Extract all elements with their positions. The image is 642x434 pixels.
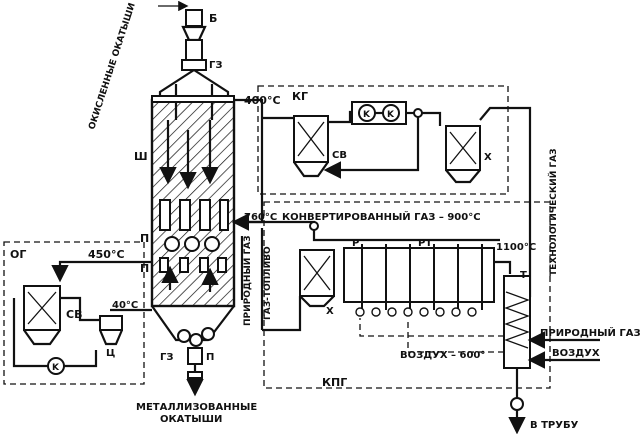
text-tech-gas-vertical: ТЕХНОЛОГИЧЕСКИЙ ГАЗ [547,149,559,276]
label-p-mid: П [140,262,149,275]
text-natural-gas-right: ПРИРОДНЫЙ ГАЗ [540,326,641,339]
label-k-left: K [52,363,60,373]
text-converted-gas: КОНВЕРТИРОВАННЫЙ ГАЗ – 900°С [282,210,481,223]
label-t: Т [520,270,527,281]
text-t760: 760°С [244,212,277,223]
text-t450: 450°С [88,248,125,261]
label-rt: РТ [418,238,432,249]
kg-unit [262,101,512,184]
text-air-600: ВОЗДУХ – 600° [400,350,485,361]
text-to-chimney: В ТРУБУ [530,420,579,431]
feed-hopper [158,0,207,71]
og-box [3,241,145,385]
text-metallized-2: ОКАТЫШИ [160,414,222,425]
label-og: ОГ [10,248,26,261]
label-kg: КГ [292,90,308,103]
labels-group: Б ГЗ Ш П П ГЗ П ОГ СВ Ц K КГ СВ K K Х Х … [10,2,641,431]
label-b: Б [209,12,217,25]
label-x-top: Х [484,152,492,163]
label-gz-top: ГЗ [209,60,222,71]
text-t40: 40°С [112,300,138,311]
reformer-unit [240,220,600,434]
label-r: Р [352,238,359,249]
label-sv-left: СВ [66,308,82,321]
label-p-upper: П [140,232,149,245]
label-ts: Ц [106,348,115,359]
label-sh: Ш [134,150,148,163]
og-unit [12,260,152,375]
label-gz-bottom: ГЗ [160,352,173,363]
label-kpg: КПГ [322,376,347,389]
text-metallized-1: МЕТАЛЛИЗОВАННЫЕ [136,402,257,413]
label-x-mid: Х [326,306,334,317]
text-fuel-gas-vertical: ГАЗ-ТОПЛИВО [263,246,273,320]
text-air-right: ВОЗДУХ [552,348,600,359]
text-t400: 400°С [244,94,281,107]
label-p-bottom: П [206,352,214,363]
kg-box [257,85,509,195]
kpg-box [263,201,551,389]
label-k2: K [387,110,395,120]
label-sv-top: СВ [332,150,347,161]
shaft-furnace [150,69,236,397]
text-oxidized-pellets: ОКИСЛЕННЫЕ ОКАТЫШИ [87,2,137,131]
reducing-gas-line [231,128,264,231]
label-k1: K [363,110,371,120]
text-natural-gas-vertical: ПРИРОДНЫЙ ГАЗ [241,235,253,326]
text-t1100: 1100°С [496,242,536,253]
